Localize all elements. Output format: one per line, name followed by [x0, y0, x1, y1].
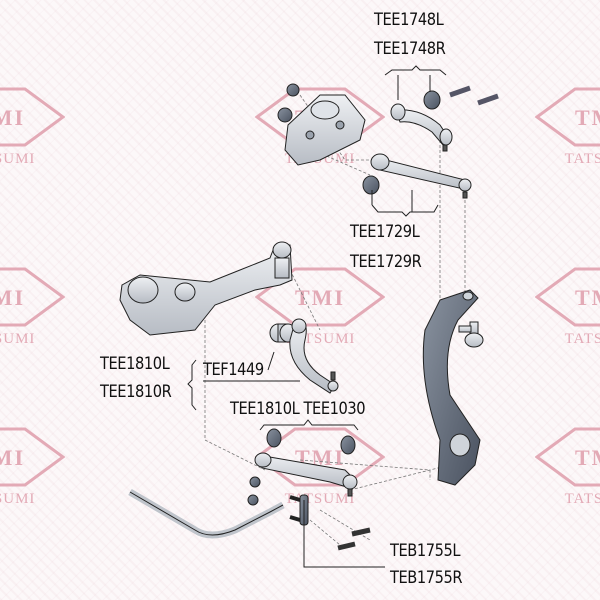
- steering-knuckle: [422, 289, 481, 486]
- bolts: [337, 527, 371, 551]
- part-label-teb1755l: TEB1755L: [390, 541, 461, 561]
- part-label-tee1729r: TEE1729R: [350, 252, 422, 272]
- part-label-tee1810r: TEE1810R: [100, 382, 172, 402]
- part-label-tee1748r: TEE1748R: [374, 39, 446, 59]
- part-label-lower-arm-bushings: TEE1810L TEE1030: [230, 399, 366, 419]
- part-label-tee1748l: TEE1748L: [374, 10, 444, 30]
- part-label-tef1449: TEF1449: [203, 360, 264, 380]
- part-label-tee1729l: TEE1729L: [350, 222, 420, 242]
- bushing: [269, 323, 297, 343]
- subframe: [119, 241, 293, 336]
- stabilizer-link: [289, 494, 309, 526]
- nut: [277, 83, 300, 123]
- curved-control-arm: [289, 318, 339, 394]
- part-label-teb1755r: TEB1755R: [390, 568, 463, 588]
- stabilizer-bar: [128, 488, 285, 539]
- upper-strut-mount: [284, 94, 366, 166]
- upper-control-arm-rear: [362, 153, 472, 199]
- leader-lines: [187, 65, 447, 568]
- ball-joint: [458, 321, 484, 348]
- part-label-tee1810l: TEE1810L: [100, 354, 170, 374]
- assembly-guide-lines: [204, 94, 471, 546]
- lower-control-arm: [247, 428, 358, 506]
- upper-control-arm-front: [390, 85, 499, 152]
